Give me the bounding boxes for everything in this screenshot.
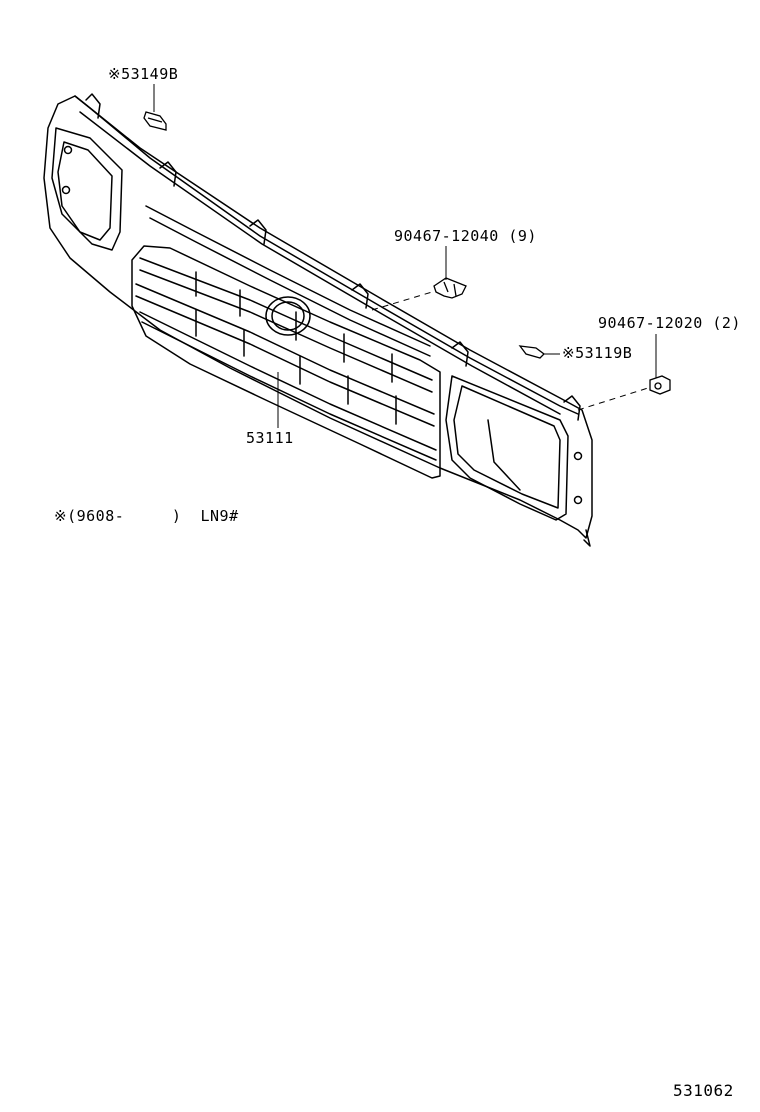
applicability-note: ※(9608- ) LN9# bbox=[54, 507, 239, 525]
label-90467-12040: 90467-12040 (9) bbox=[394, 227, 537, 245]
clip-9046712020 bbox=[649, 375, 671, 395]
radiator-grille bbox=[43, 93, 593, 547]
clip-9046712040 bbox=[433, 277, 467, 299]
figure-number: 531062 bbox=[673, 1081, 734, 1100]
retainer-53119b bbox=[518, 345, 545, 359]
label-90467-12020: 90467-12020 (2) bbox=[598, 314, 741, 332]
retainer-clip-53149b bbox=[143, 111, 167, 131]
label-53111: 53111 bbox=[246, 429, 294, 447]
label-53119b: ※53119B bbox=[562, 344, 633, 362]
dashed-leader-9046712020 bbox=[577, 387, 649, 411]
label-53149b: ※53149B bbox=[108, 65, 179, 83]
